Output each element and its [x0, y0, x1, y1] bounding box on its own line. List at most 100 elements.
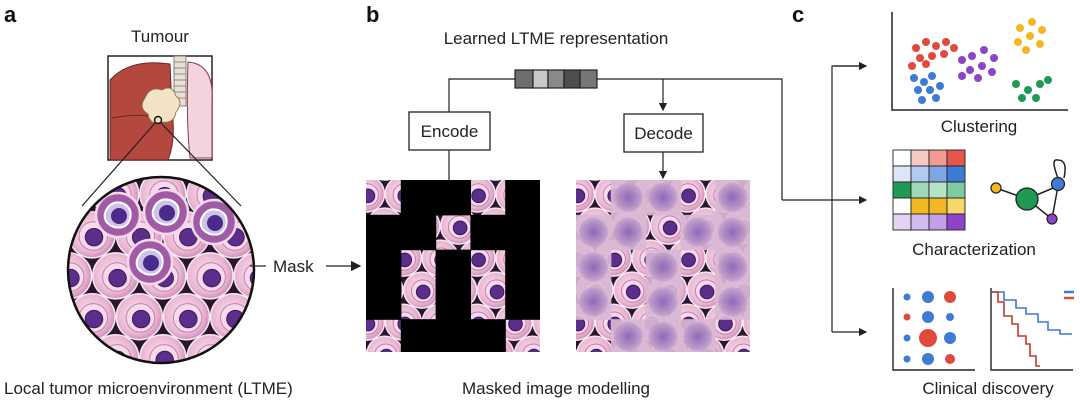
heatmap-cell — [946, 197, 966, 215]
mask-tile — [470, 214, 506, 251]
scatter-point — [966, 66, 974, 74]
panel-letter-a: a — [4, 2, 17, 27]
heatmap-cell — [892, 165, 912, 183]
reconstructed-tile — [715, 214, 750, 251]
tissue-circle-icon — [22, 130, 257, 365]
tissue-cell — [186, 252, 234, 300]
reconstructed-tile — [645, 180, 681, 216]
reconstructed-tile — [715, 180, 750, 216]
scatter-point — [1036, 40, 1044, 48]
heatmap-cell — [892, 197, 912, 215]
branch-connector — [831, 65, 865, 332]
lung-icon — [107, 55, 213, 161]
recon-cell — [686, 271, 725, 309]
scatter-point — [950, 44, 958, 52]
tissue-cell — [211, 130, 257, 176]
dot-plot-point — [944, 332, 956, 344]
panel-letter-b: b — [366, 2, 379, 27]
scatter-point — [922, 38, 930, 46]
mask-tile — [435, 180, 471, 216]
patch-cell — [366, 284, 367, 296]
tumour-cell — [142, 188, 190, 236]
mask-tile — [505, 284, 540, 320]
scatter-point — [974, 74, 982, 82]
reconstructed-tile — [715, 284, 750, 320]
mask-tile — [366, 214, 402, 251]
dot-plot-point — [945, 354, 955, 364]
patch-cell — [366, 335, 404, 352]
scatter-point — [958, 56, 966, 64]
dot-plot-icon — [892, 288, 975, 371]
reconstructed-tile — [645, 249, 681, 285]
dot-plot-point — [903, 334, 911, 342]
scatter-point — [916, 54, 924, 62]
scatter-point — [978, 62, 986, 70]
zoom-line-left — [81, 121, 157, 207]
latent-vector-icon — [514, 69, 598, 89]
scatter-point — [920, 78, 928, 86]
mask-tile — [470, 319, 506, 352]
heatmap-cell — [892, 213, 912, 231]
patch-cell — [330, 144, 366, 180]
patch-cell — [513, 335, 540, 352]
tumour-cell — [190, 198, 238, 246]
tissue-cell — [233, 178, 253, 218]
scatter-point — [912, 44, 920, 52]
heatmap-cell — [928, 213, 948, 231]
scatter-point — [1018, 94, 1026, 102]
encode-label: Encode — [421, 122, 479, 141]
recon-cell — [649, 207, 688, 245]
heatmap-cell — [910, 149, 930, 167]
mask-tile — [400, 319, 437, 352]
reconstructed-tile — [645, 319, 681, 352]
scatter-point — [990, 54, 998, 62]
recon-cell — [737, 180, 748, 181]
scatter-point — [980, 46, 988, 54]
scatter-point — [928, 52, 936, 60]
network-graph-icon — [990, 159, 1066, 225]
recon-cell — [576, 284, 577, 296]
scatter-point — [910, 74, 918, 82]
mask-tile — [435, 319, 471, 352]
heatmap-cell — [910, 181, 930, 199]
tissue-cell — [22, 130, 68, 176]
heatmap-cell — [928, 149, 948, 167]
patch-cell — [366, 220, 367, 232]
scatter-point — [932, 42, 940, 50]
scatter-point — [922, 60, 930, 68]
patch-cell — [476, 271, 515, 309]
mask-tile — [400, 180, 437, 216]
decode-box — [623, 113, 704, 153]
recon-cell — [576, 335, 614, 352]
scatter-point — [1032, 94, 1040, 102]
tumour-label: Tumour — [131, 27, 189, 46]
heatmap-cell — [910, 213, 930, 231]
scatter-point — [908, 62, 916, 70]
scatter-point — [942, 38, 950, 46]
mask-tile — [435, 284, 471, 320]
dot-plot-point — [922, 311, 934, 323]
heatmap-cell — [928, 181, 948, 199]
survival-curve-icon — [990, 288, 1074, 371]
scatter-point — [1012, 80, 1020, 88]
dot-plot-point — [922, 291, 934, 303]
scatter-point — [968, 52, 976, 60]
scatter-point — [926, 86, 934, 94]
tissue-cell — [69, 333, 93, 362]
heatmap-cell — [892, 149, 912, 167]
latent-title: Learned LTME representation — [444, 29, 669, 48]
heatmap-cell — [946, 149, 966, 167]
patch-cell — [379, 180, 391, 181]
scatter-point — [1022, 46, 1030, 54]
recon-cell — [540, 144, 576, 180]
reconstructed-grid — [540, 144, 750, 352]
mask-tile — [505, 214, 540, 251]
dot-plot-point — [944, 291, 956, 303]
tissue-cell — [69, 178, 93, 218]
tumour-cell — [126, 238, 174, 286]
mask-label: Mask — [273, 257, 314, 276]
dot-plot-point — [946, 313, 954, 321]
heatmap-cell — [928, 165, 948, 183]
mask-tile — [366, 284, 402, 320]
